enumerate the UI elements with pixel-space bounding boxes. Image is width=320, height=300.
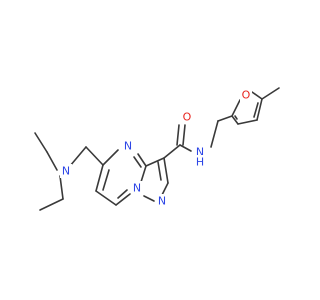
atom-bg-o1	[181, 110, 193, 124]
bond-c7-n1-double	[117, 189, 128, 199]
atom-bg-n2	[156, 194, 168, 208]
bond-furan-o-c5	[251, 91, 263, 100]
bond-n4-c5	[102, 149, 119, 166]
atom-bg-h_amide	[194, 155, 206, 169]
bond-c3-c3a	[145, 157, 165, 167]
bond-c6-c7	[95, 190, 117, 206]
atom-bg-o_furan	[240, 88, 252, 102]
atom-label-n2: N	[158, 195, 166, 208]
bonds	[34, 87, 280, 211]
bond-carbonyl-oxygen-b	[176, 124, 180, 146]
bond-furan-c4-c3	[237, 119, 258, 125]
bond-nh-ch2	[210, 120, 219, 148]
bond-furan-double-b	[234, 115, 238, 120]
bond-c5-c6-double	[102, 169, 110, 191]
atom-bg-n_amine	[60, 164, 72, 178]
bond-ethyl2-c1-c2	[34, 132, 48, 153]
atom-label-o_furan: O	[242, 89, 251, 102]
atom-label-n4: N	[124, 140, 132, 153]
bond-c3a-n4	[137, 153, 147, 167]
atom-bg-n_bridge	[131, 181, 143, 195]
atom-label-n_bridge: N	[133, 182, 141, 195]
bond-c5-c6	[95, 164, 104, 192]
bond-c5-ch2	[85, 146, 104, 166]
atom-label-h_amide: H	[196, 156, 204, 169]
bond-carbonyl-c3	[163, 144, 181, 159]
atom-label-n_amine: N	[62, 165, 70, 178]
bond-furan-c5-c4	[256, 98, 263, 121]
atom-label-n_amide: N	[196, 146, 204, 159]
bond-c3-c2-double	[157, 161, 162, 181]
bond-carbonyl-oxygen-a	[182, 124, 186, 146]
bond-c3a-n4-double	[133, 156, 142, 168]
bond-c2-n2	[161, 182, 169, 196]
bond-c3-c2	[163, 157, 169, 184]
bond-furan-methyl	[261, 87, 280, 100]
bond-ethyl1-c1-c2	[39, 198, 64, 211]
bond-n2-n1	[143, 195, 155, 202]
bond-n1-c3a	[140, 165, 147, 183]
bond-amine-ethyl1-c1	[59, 175, 64, 200]
bond-amine-ethyl2-c1	[46, 151, 58, 171]
bond-furan-c3-c2	[231, 115, 239, 125]
bond-furan-double-a	[253, 102, 259, 118]
bond-ch2-furan	[217, 115, 233, 122]
atom-label-o1: O	[183, 111, 192, 124]
atom-bg-n4	[122, 139, 134, 153]
bond-furan-c2-o	[231, 99, 241, 117]
bond-c7-n1	[115, 193, 131, 206]
bond-carbonyl-nh	[179, 144, 192, 152]
bond-ch2-amine	[69, 146, 87, 167]
